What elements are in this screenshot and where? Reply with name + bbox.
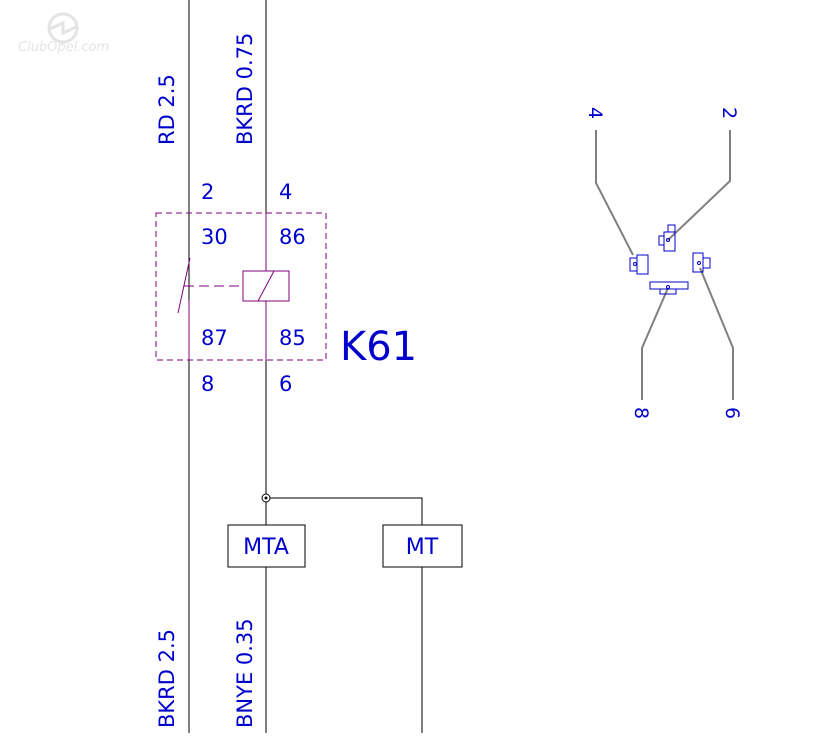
relay-pin-87: 87	[201, 326, 228, 350]
terminal-left	[629, 254, 649, 275]
box-mt-label: MT	[406, 535, 439, 560]
relay-k61: 2 4 30 86 87 85 8 6 K61	[155, 180, 417, 396]
relay-pin-6: 6	[279, 372, 292, 396]
junction-node-inner	[264, 496, 268, 500]
box-mta-label: MTA	[243, 535, 289, 560]
junction	[261, 493, 423, 733]
relay-coil-slash	[257, 270, 275, 302]
watermark-text: ClubOpel.com	[18, 40, 109, 55]
wire-label-right-top: BKRD 0.75	[233, 33, 257, 145]
connector-pin-label-6: 6	[721, 407, 743, 419]
relay-pin-8: 8	[201, 372, 214, 396]
lead-pin-4	[595, 130, 634, 256]
connector-pin-label-8: 8	[630, 407, 652, 419]
box-mt-frame	[382, 524, 463, 568]
terminal-top	[658, 224, 676, 252]
lead-pin-2	[667, 130, 731, 241]
wire-label-left-top: RD 2.5	[155, 74, 179, 145]
terminal-bottom	[649, 281, 689, 295]
connector-pin-label-4: 4	[584, 107, 606, 119]
wire-label-right-bottom: BNYE 0.35	[233, 618, 257, 728]
relay-pin-2: 2	[201, 180, 214, 204]
relay-outline	[155, 212, 327, 361]
relay-pin-30: 30	[201, 225, 228, 249]
terminal-right	[692, 252, 711, 273]
connector-pin-view: 4 2 8 6	[584, 107, 743, 419]
relay-pin-85: 85	[279, 326, 306, 350]
branch-wire	[270, 497, 423, 525]
relay-pin-4: 4	[279, 180, 292, 204]
connector-pin-label-2: 2	[718, 107, 740, 119]
box-mta: MTA	[227, 524, 306, 568]
lead-pin-6	[699, 267, 734, 400]
box-mta-frame	[227, 524, 306, 568]
relay-pin-86: 86	[279, 225, 306, 249]
relay-name: K61	[340, 324, 417, 370]
lead-pin-8	[641, 287, 669, 400]
wire-label-left-bottom: BKRD 2.5	[155, 629, 179, 728]
watermark-logo: ClubOpel.com	[18, 12, 109, 55]
box-mt: MT	[382, 524, 463, 568]
